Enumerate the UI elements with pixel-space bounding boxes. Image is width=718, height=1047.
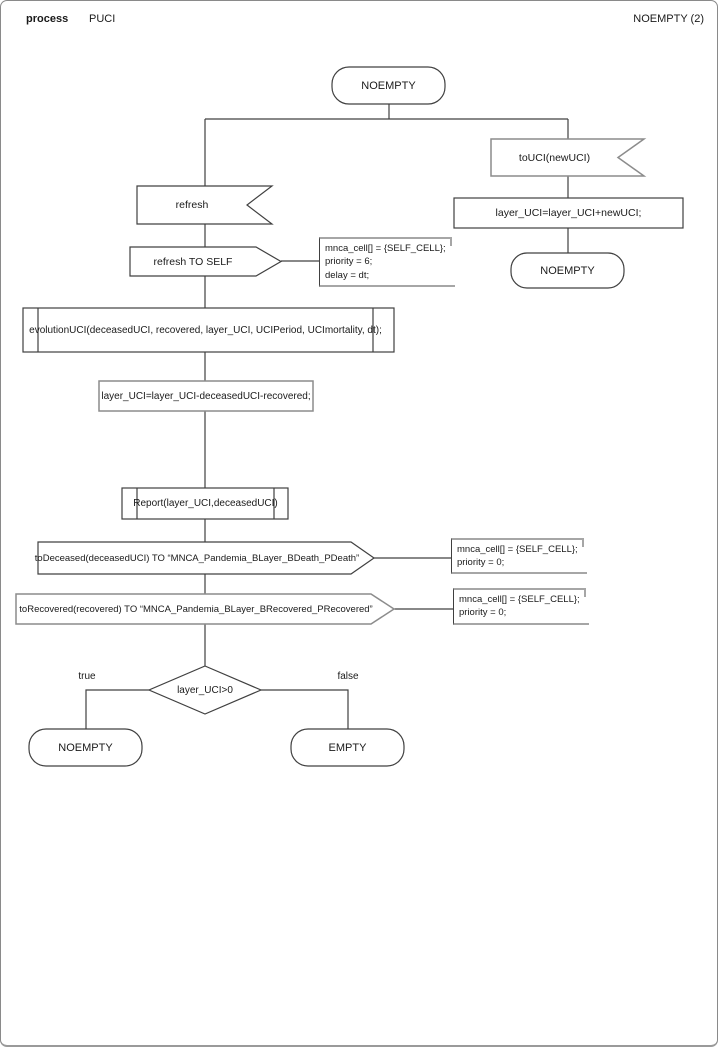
procedure-report-shape[interactable] [121,487,289,520]
decision-shape[interactable] [147,665,263,715]
task-add-shape[interactable] [453,197,684,229]
comment-line: delay = dt; [325,269,370,281]
comment-line: mnca_cell[] = {SELF_CELL}; [325,243,446,254]
state-after-toUCI-label: NOEMPTY [540,264,595,277]
branch-true-label: true [78,670,96,682]
procedure-report-label: Report(layer_UCI,deceasedUCI) [133,498,278,509]
input-refresh-label: refresh [175,199,209,211]
procedure-evolution-label: evolutionUCI(deceasedUCI, recovered, lay… [29,324,382,336]
gray-shapes [15,138,647,625]
task-update-shape[interactable] [98,380,314,412]
state-false-label: EMPTY [328,741,367,754]
state-true-label: NOEMPTY [58,741,113,754]
input-refresh-shape[interactable] [136,185,274,225]
comment-line: mnca_cell[] = {SELF_CELL}; [459,594,580,605]
output-recovered-shape[interactable] [15,593,396,625]
dark-shapes [22,66,684,767]
input-toUCI-label: toUCI(newUCI) [518,151,591,164]
output-refresh-self-shape[interactable] [129,246,283,277]
state-page-reference: NOEMPTY (2) [633,13,704,25]
output-deceased-label: toDeceased(deceasedUCI) TO “MNCA_Pandemi… [34,552,360,564]
output-deceased-shape[interactable] [37,541,376,575]
comment-deceased-params[interactable]: mnca_cell[] = {SELF_CELL}; priority = 0; [451,538,587,574]
decision-label: layer_UCI>0 [177,684,233,696]
input-toUCI-shape[interactable] [490,138,647,177]
comment-recovered-params[interactable]: mnca_cell[] = {SELF_CELL}; priority = 0; [453,588,589,625]
state-start-shape[interactable] [331,66,446,105]
comment-line: mnca_cell[] = {SELF_CELL}; [457,544,578,555]
task-add-label: layer_UCI=layer_UCI+newUCI; [495,207,642,219]
state-true-shape[interactable] [28,728,143,767]
branch-false-label: false [337,670,359,682]
output-refresh-self-label: refresh TO SELF [153,255,233,268]
comment-line: priority = 0; [457,557,505,569]
state-after-toUCI-shape[interactable] [510,252,625,289]
process-name: PUCI [89,13,116,25]
comment-refresh-params[interactable]: mnca_cell[] = {SELF_CELL}; priority = 6;… [319,237,455,287]
process-kind-label: process [26,13,69,25]
task-update-label: layer_UCI=layer_UCI-deceasedUCI-recovere… [101,390,311,402]
comment-line: priority = 6; [325,256,373,268]
comment-line: priority = 0; [459,607,507,619]
state-false-shape[interactable] [290,728,405,767]
connector-lines [85,104,569,729]
procedure-evolution-shape[interactable] [22,307,395,353]
state-start-label: NOEMPTY [361,79,416,92]
output-recovered-label: toRecovered(recovered) TO “MNCA_Pandemia… [19,603,373,615]
